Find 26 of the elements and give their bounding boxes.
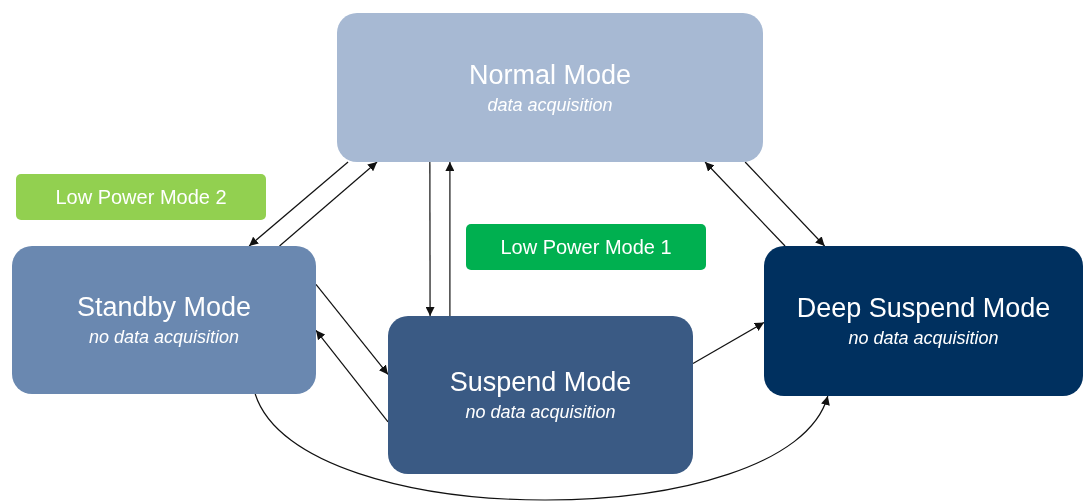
arrow — [278, 161, 378, 247]
arrow — [425, 161, 435, 317]
mode-label-box — [466, 224, 706, 270]
arrow — [315, 283, 389, 376]
arrow — [315, 329, 389, 423]
state-box — [12, 246, 316, 394]
state-box — [337, 13, 763, 162]
arrow — [692, 321, 765, 364]
state-description: data acquisition — [487, 94, 613, 117]
state-box — [388, 316, 693, 474]
mode-label-box — [16, 174, 266, 220]
state-title: Standby Mode — [76, 291, 252, 324]
arrow — [445, 161, 455, 317]
state-title: Normal Mode — [468, 58, 632, 91]
state-description: no data acquisition — [848, 328, 999, 350]
state-box — [764, 246, 1083, 396]
state-title: Deep Suspend Mode — [796, 292, 1051, 325]
arrow — [744, 161, 826, 247]
arrow — [248, 161, 349, 247]
state-title: Suspend Mode — [449, 366, 632, 399]
state-description: no data acquisition — [465, 402, 616, 424]
arrow — [704, 161, 786, 247]
state-title: Low Power Mode 2 — [55, 185, 227, 209]
state-title: Low Power Mode 1 — [500, 235, 672, 259]
arrow — [254, 393, 829, 501]
state-description: no data acquisition — [88, 327, 240, 349]
